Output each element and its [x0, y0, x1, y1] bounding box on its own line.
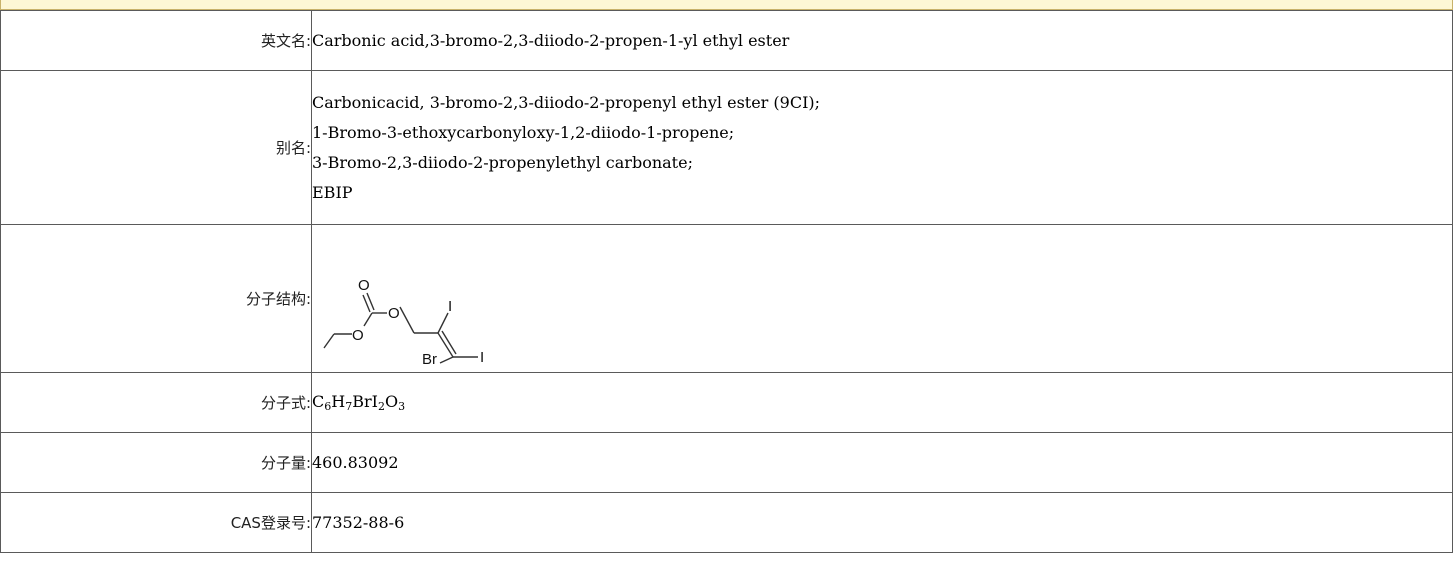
formula-h-count: 7 [345, 400, 353, 413]
row-cas: CAS登录号: 77352-88-6 [0, 492, 1453, 553]
row-weight: 分子量: 460.83092 [0, 432, 1453, 493]
alias-item: Carbonicacid, 3-bromo-2,3-diiodo-2-prope… [312, 92, 821, 112]
oxygen-atom-label: O [358, 277, 370, 294]
formula-h: H [331, 392, 346, 411]
oxygen-atom-label: O [388, 305, 400, 322]
english-name-value: Carbonic acid,3-bromo-2,3-diiodo-2-prope… [311, 10, 1453, 71]
row-structure: 分子结构: [0, 224, 1453, 373]
formula-value: C6H7BrI2O3 [311, 372, 1453, 433]
row-english-name: 英文名: Carbonic acid,3-bromo-2,3-diiodo-2-… [0, 10, 1453, 71]
molecular-structure-image: O O O I I Br [323, 277, 484, 365]
cas-label: CAS登录号: [0, 492, 312, 553]
compound-info-table: 英文名: Carbonic acid,3-bromo-2,3-diiodo-2-… [0, 10, 1453, 553]
row-formula: 分子式: C6H7BrI2O3 [0, 372, 1453, 433]
header-strip [0, 0, 1453, 10]
oxygen-atom-label: O [352, 327, 364, 344]
alias-item: 3-Bromo-2,3-diiodo-2-propenylethyl carbo… [312, 152, 693, 172]
formula-bri: BrI [352, 392, 378, 411]
row-aliases: 别名: Carbonicacid, 3-bromo-2,3-diiodo-2-p… [0, 70, 1453, 225]
cas-value: 77352-88-6 [311, 492, 1453, 553]
formula-label: 分子式: [0, 372, 312, 433]
iodine-atom-label: I [480, 349, 484, 365]
formula-o-count: 3 [398, 400, 406, 413]
alias-item: EBIP [312, 182, 353, 202]
formula-i-count: 2 [377, 400, 385, 413]
formula-c: C [312, 392, 325, 411]
formula-c-count: 6 [324, 400, 332, 413]
weight-label: 分子量: [0, 432, 312, 493]
formula-o: O [384, 392, 399, 411]
english-name-label: 英文名: [0, 10, 312, 71]
structure-label: 分子结构: [0, 224, 312, 373]
structure-cell: O O O I I Br [311, 224, 1453, 373]
alias-item: 1-Bromo-3-ethoxycarbonyloxy-1,2-diiodo-1… [312, 122, 735, 142]
bromine-atom-label: Br [422, 351, 437, 365]
weight-value: 460.83092 [311, 432, 1453, 493]
iodine-atom-label: I [448, 298, 452, 315]
aliases-cell: Carbonicacid, 3-bromo-2,3-diiodo-2-prope… [311, 70, 1453, 225]
aliases-label: 别名: [0, 70, 312, 225]
